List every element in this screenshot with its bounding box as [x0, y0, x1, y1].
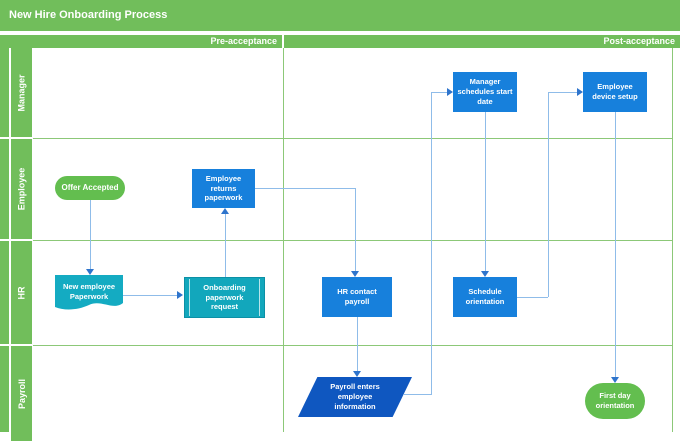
connector-payroll-to-manager-v: [431, 92, 432, 395]
arrowhead-down-icon: [481, 271, 489, 277]
diagram-right-border: [672, 48, 673, 432]
lane-divider-manager-employee: [33, 138, 672, 139]
arrowhead-right-icon: [447, 88, 453, 96]
lane-header-hr: HR: [11, 241, 32, 344]
connector-returns-to-hrcontact-h: [255, 188, 355, 189]
lane-divider-hr-payroll: [33, 345, 672, 346]
lane-strip-hr: [0, 241, 9, 344]
node-label: Onboarding paperwork request: [203, 282, 246, 312]
node-label: First day orientation: [595, 391, 635, 410]
connector-offer-to-paperwork: [90, 200, 91, 269]
connector-manager-to-schedule: [485, 112, 486, 271]
predefined-process-bar-icon: [189, 279, 190, 316]
node-employee-returns-paperwork[interactable]: Employee returns paperwork: [192, 169, 255, 208]
document-shape-icon: [55, 275, 123, 310]
node-label: New employee Paperwork: [62, 282, 116, 301]
node-label: Employee returns paperwork: [204, 173, 243, 203]
node-label: Offer Accepted: [61, 182, 119, 192]
node-hr-contact-payroll[interactable]: HR contact payroll: [322, 277, 392, 317]
phase-divider: [283, 48, 284, 432]
lane-label-manager: Manager: [16, 73, 27, 112]
connector-payroll-to-manager-h2: [431, 92, 447, 93]
lane-strip-payroll: [0, 346, 9, 432]
phase-header-pre-acceptance: Pre-acceptance: [0, 35, 282, 48]
node-manager-schedules-start-date[interactable]: Manager schedules start date: [453, 72, 517, 112]
arrowhead-down-icon: [86, 269, 94, 275]
node-label: Schedule orientation: [465, 287, 505, 306]
lane-header-payroll: Payroll: [11, 346, 32, 441]
connector-schedule-to-device-h2: [548, 92, 577, 93]
arrowhead-right-icon: [177, 291, 183, 299]
arrowhead-down-icon: [353, 371, 361, 377]
node-label: HR contact payroll: [337, 287, 377, 306]
node-label: Payroll enters employee information: [330, 382, 380, 411]
lane-header-employee: Employee: [11, 139, 32, 239]
phase-header-post-acceptance: Post-acceptance: [284, 35, 680, 48]
lane-strip-manager: [0, 48, 9, 137]
node-first-day-orientation[interactable]: First day orientation: [585, 383, 645, 419]
connector-device-to-firstday: [615, 112, 616, 377]
lane-label-payroll: Payroll: [16, 378, 27, 409]
lane-strip-employee: [0, 139, 9, 239]
node-schedule-orientation[interactable]: Schedule orientation: [453, 277, 517, 317]
connector-hrcontact-to-payrollenters: [357, 317, 358, 371]
node-payroll-enters-employee-information[interactable]: Payroll enters employee information: [298, 377, 412, 417]
lane-label-employee: Employee: [16, 167, 27, 211]
predefined-process-bar-icon: [259, 279, 260, 316]
node-new-employee-paperwork[interactable]: New employee Paperwork: [55, 275, 123, 315]
node-label: Employee device setup: [592, 82, 638, 101]
node-label: Manager schedules start date: [457, 77, 513, 106]
lane-label-hr: HR: [16, 286, 27, 299]
diagram-title: New Hire Onboarding Process: [0, 0, 680, 31]
connector-schedule-to-device-v: [548, 92, 549, 297]
connector-returns-to-hrcontact-v: [355, 188, 356, 271]
connector-paperwork-to-request: [123, 295, 177, 296]
lane-header-manager: Manager: [11, 48, 32, 137]
lane-divider-employee-hr: [33, 240, 672, 241]
arrowhead-down-icon: [351, 271, 359, 277]
arrowhead-down-icon: [611, 377, 619, 383]
connector-request-to-returns: [225, 214, 226, 277]
arrowhead-right-icon: [577, 88, 583, 96]
node-employee-device-setup[interactable]: Employee device setup: [583, 72, 647, 112]
node-onboarding-paperwork-request[interactable]: Onboarding paperwork request: [184, 277, 265, 318]
connector-schedule-to-device-h1: [517, 297, 548, 298]
node-offer-accepted[interactable]: Offer Accepted: [55, 176, 125, 200]
arrowhead-up-icon: [221, 208, 229, 214]
connector-payroll-to-manager-h1: [404, 394, 431, 395]
